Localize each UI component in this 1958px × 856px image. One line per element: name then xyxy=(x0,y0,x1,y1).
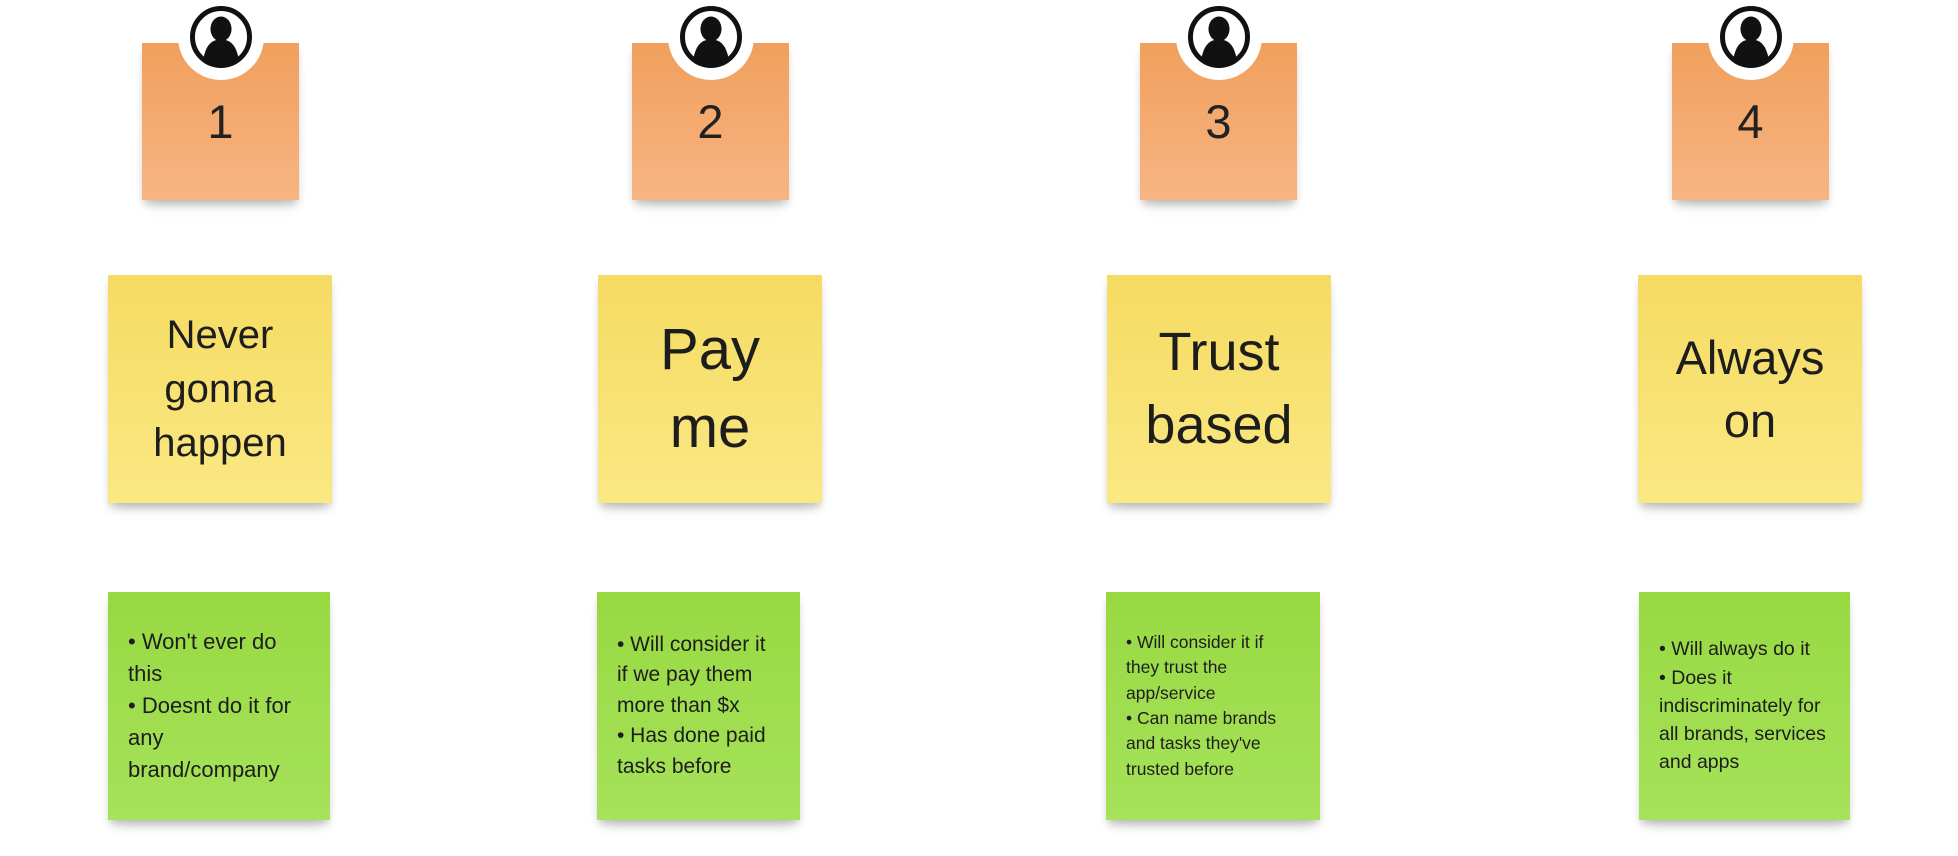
bullet-line: • Won't ever do this xyxy=(128,629,277,687)
bullet-line: • Will consider it if we pay them more t… xyxy=(617,632,766,717)
bullet-line: • Has done paid tasks before xyxy=(617,724,766,778)
bullet-line: • Doesnt do it for any brand/company xyxy=(128,693,292,782)
scale-number: 2 xyxy=(697,95,724,148)
detail-note-4[interactable]: • Will always do it • Does it indiscrimi… xyxy=(1639,592,1850,820)
detail-note-2[interactable]: • Will consider it if we pay them more t… xyxy=(597,592,800,820)
title-note-3[interactable]: Trust based xyxy=(1107,275,1331,503)
bullet-line: • Will always do it xyxy=(1659,638,1810,661)
title-text: Never gonna happen xyxy=(153,313,287,465)
detail-note-1[interactable]: • Won't ever do this • Doesnt do it for … xyxy=(108,592,330,820)
rating-note-1[interactable]: 1 xyxy=(142,0,299,200)
bullet-line: • Will consider it if they trust the app… xyxy=(1126,631,1264,703)
rating-note-4[interactable]: 4 xyxy=(1672,0,1829,200)
person-avatar-icon xyxy=(1187,6,1250,68)
title-text: Trust based xyxy=(1145,322,1293,455)
person-avatar-icon xyxy=(189,6,252,68)
title-note-4[interactable]: Always on xyxy=(1638,275,1862,503)
title-note-1[interactable]: Never gonna happen xyxy=(108,275,332,503)
rating-note-2[interactable]: 2 xyxy=(632,0,789,200)
bullet-line: • Does it indiscriminately for all brand… xyxy=(1659,666,1826,774)
scale-number: 3 xyxy=(1205,95,1232,148)
scale-number: 1 xyxy=(207,95,234,148)
rating-note-3[interactable]: 3 xyxy=(1140,0,1297,200)
detail-note-3[interactable]: • Will consider it if they trust the app… xyxy=(1106,592,1320,820)
title-text: Pay me xyxy=(660,316,760,460)
bullet-line: • Can name brands and tasks they've trus… xyxy=(1126,708,1277,779)
title-text: Always on xyxy=(1675,330,1825,447)
person-avatar-icon xyxy=(1719,6,1782,68)
title-note-2[interactable]: Pay me xyxy=(598,275,822,503)
scale-number: 4 xyxy=(1737,95,1764,148)
person-avatar-icon xyxy=(679,6,742,68)
